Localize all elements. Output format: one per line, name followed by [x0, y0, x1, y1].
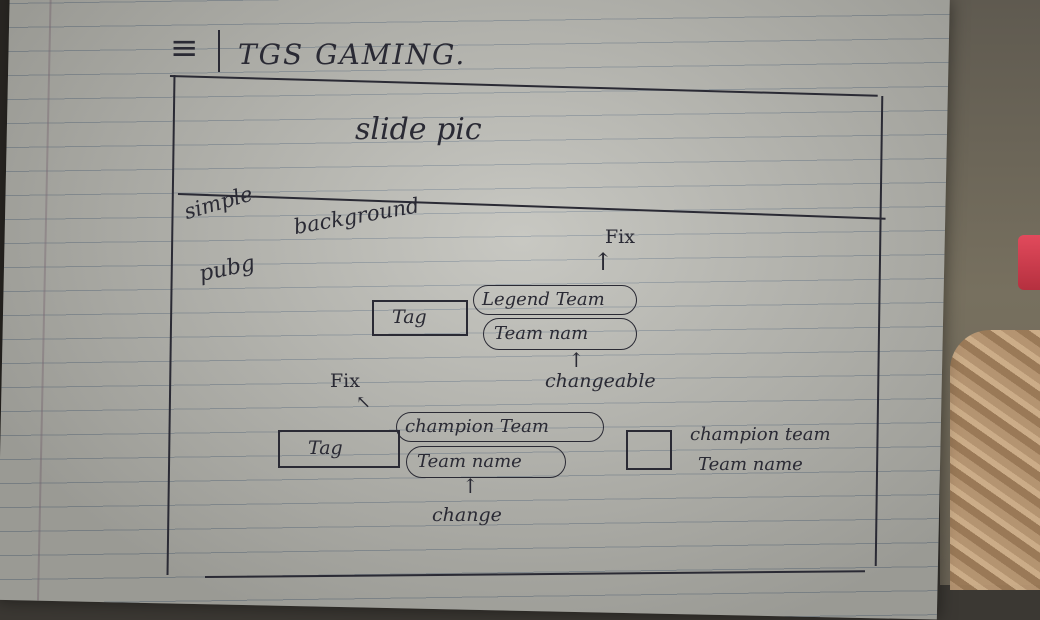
legend-fix-note: Fix [605, 226, 635, 248]
champion-team-name: Team name [417, 451, 522, 472]
champion-fix-note: Fix [330, 370, 360, 392]
champion-tag-button[interactable]: Tag [278, 430, 400, 468]
champion-tag-label: Tag [308, 437, 343, 459]
legend-team-name-field[interactable]: Team nam [483, 318, 637, 350]
pink-object [1018, 235, 1040, 290]
legend-team-title-field[interactable]: Legend Team [473, 285, 637, 315]
champion-team-name-field[interactable]: Team name [406, 446, 566, 478]
legend-tag-button[interactable]: Tag [372, 300, 468, 336]
legend-team-name: Team nam [494, 323, 589, 344]
legend-fix-arrow-icon: ↑ [593, 248, 614, 276]
legend-tag-label: Tag [392, 306, 427, 328]
rope-object [950, 330, 1040, 590]
champion-team-title-field[interactable]: champion Team [396, 412, 604, 442]
slide-label: slide pic [355, 112, 482, 147]
champion-fix-arrow-icon: ↖ [356, 392, 372, 413]
legend-team-title: Legend Team [482, 289, 605, 310]
champion-change-arrow-icon: ↑ [462, 474, 479, 498]
side-panel-subtitle: Team name [698, 454, 803, 475]
champion-side-image-box [626, 430, 672, 470]
champion-change-note: change [432, 504, 502, 526]
legend-changeable-arrow-icon: ↑ [568, 348, 585, 372]
header-divider [218, 30, 220, 72]
side-panel-title: champion team [690, 424, 831, 445]
header-title: TGS GAMING. [238, 38, 467, 71]
legend-changeable-note: changeable [545, 370, 656, 392]
champion-team-title: champion Team [405, 416, 549, 437]
hamburger-menu-icon: ≡ [170, 28, 198, 68]
